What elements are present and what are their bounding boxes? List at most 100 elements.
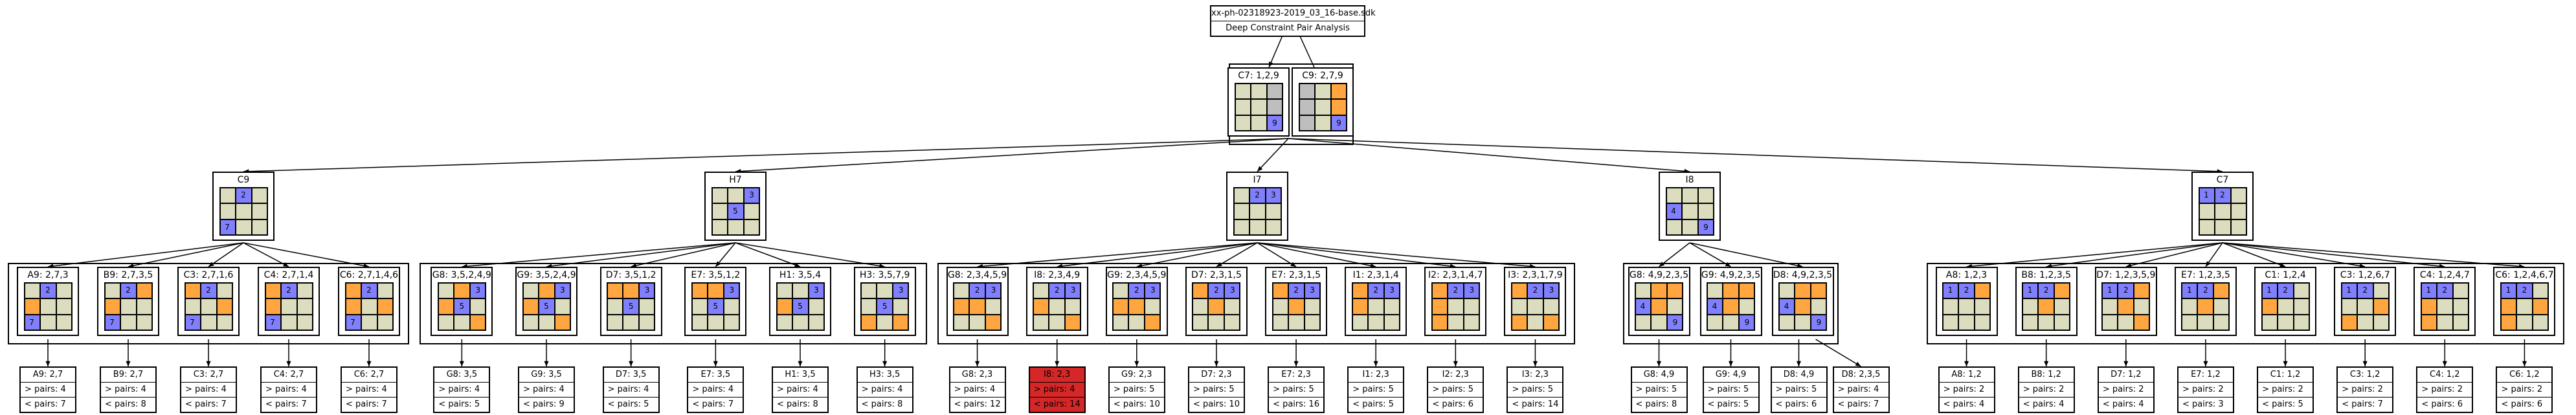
backward-pairs: < pairs: 6 <box>1428 397 1483 412</box>
grid-cell <box>104 298 120 315</box>
backward-pairs: < pairs: 6 <box>1771 397 1826 412</box>
result-node: I3: 2,3> pairs: 5< pairs: 14 <box>1506 366 1564 413</box>
grid-cell <box>1958 298 1975 315</box>
grid-cell <box>1208 298 1225 315</box>
grid-outline <box>1112 282 1161 331</box>
grid-cell <box>216 282 233 298</box>
grid-cell <box>985 315 1002 331</box>
grid-outline <box>1298 83 1347 131</box>
grid-cell <box>743 203 760 219</box>
edge <box>1689 242 1731 267</box>
grid-cell <box>607 298 623 315</box>
backward-pairs: < pairs: 5 <box>434 397 489 412</box>
grid-cell <box>251 219 268 236</box>
edge-arrowhead <box>2125 263 2132 268</box>
forward-pairs: > pairs: 4 <box>692 385 734 394</box>
forward-pairs: > pairs: 2 <box>2022 385 2065 394</box>
grid-cell <box>1723 298 1739 315</box>
grid-cell <box>2277 298 2294 315</box>
backward-pairs: < pairs: 5 <box>1349 397 1404 412</box>
root-node: xx-ph-02318923-2019_03_16-base.sdk Deep … <box>1210 5 1376 37</box>
grid-outline <box>2198 187 2247 236</box>
grid-cell: 1 <box>1942 282 1959 298</box>
grid-cell <box>2532 315 2549 331</box>
grid-cell <box>1224 315 1241 331</box>
grid-outline <box>1033 282 1082 331</box>
grid-cell: 2 <box>969 282 986 298</box>
grid-cell <box>1447 315 1464 331</box>
grid-cell: 2 <box>39 282 56 298</box>
result-name: G8: 2,3 <box>950 368 1005 383</box>
grid-outline <box>1192 282 1241 331</box>
forward-pairs: > pairs: 4 <box>861 385 903 394</box>
backward-pairs: < pairs: 8 <box>101 397 155 412</box>
grid-cell <box>776 315 792 331</box>
backward-pairs: < pairs: 4 <box>2098 397 2153 412</box>
edge-arrowhead <box>713 361 718 366</box>
grid-cell <box>985 298 1002 315</box>
grid-cell <box>1697 203 1714 219</box>
edge-arrowhead <box>2283 361 2288 366</box>
grid-outline <box>1942 282 1991 331</box>
grid-cell <box>1667 298 1683 315</box>
backward-pairs: < pairs: 4 <box>1939 397 1994 412</box>
edge-arrowhead <box>1855 361 1861 366</box>
grid-cell <box>808 315 825 331</box>
grid-cell <box>1635 315 1651 331</box>
grid-outline <box>776 282 825 331</box>
backward-pairs: < pairs: 4 <box>2019 397 2074 412</box>
edge-arrowhead <box>1532 361 1538 366</box>
result-node: G9: 4,9> pairs: 5< pairs: 5 <box>1702 366 1760 413</box>
backward-pairs: < pairs: 14 <box>1029 397 1084 412</box>
edge <box>1257 242 1376 267</box>
result-name: I8: 2,3 <box>1029 368 1084 383</box>
backward-pairs: < pairs: 7 <box>21 397 75 412</box>
result-name: I2: 2,3 <box>1428 368 1483 383</box>
edge-arrowhead <box>366 361 372 366</box>
grid-cell <box>1288 315 1305 331</box>
edge-arrowhead <box>126 361 131 366</box>
result-node: C1: 1,2> pairs: 2< pairs: 5 <box>2257 366 2314 413</box>
grid-cell <box>1265 219 1282 236</box>
grid-cell <box>2357 298 2373 315</box>
grid-cell <box>2420 315 2437 331</box>
grid-cell <box>1367 298 1384 315</box>
edge <box>1288 138 1690 172</box>
grid-outline <box>2181 282 2230 331</box>
result-name: C6: 1,2 <box>2497 368 2552 383</box>
node-label: I3: 2,3,1,7,9 <box>1508 270 1563 280</box>
grid-cell <box>1527 298 1543 315</box>
grid-outline <box>953 282 1002 331</box>
grid-outline <box>860 282 910 331</box>
child-cluster <box>420 263 927 344</box>
grid-outline <box>1234 83 1283 131</box>
grid-cell <box>1778 282 1795 298</box>
forward-pairs: > pairs: 4 <box>346 385 387 394</box>
edge-arrowhead <box>1964 361 1969 366</box>
grid-cell <box>200 298 217 315</box>
grid-outline <box>2101 282 2151 331</box>
edge-arrowhead <box>1290 262 1297 267</box>
grid-outline <box>184 282 233 331</box>
grid-cell <box>1463 298 1480 315</box>
grid-cell <box>437 298 454 315</box>
